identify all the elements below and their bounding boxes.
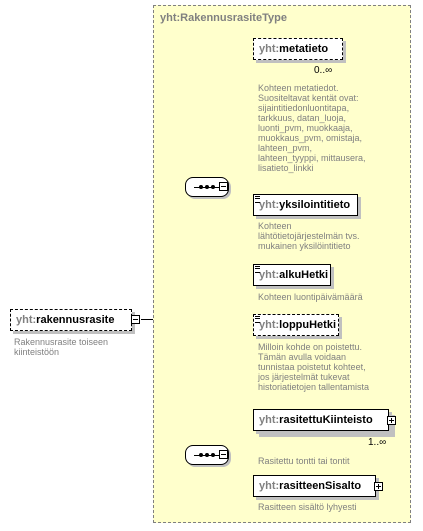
lines-icon (255, 266, 260, 273)
element-namespace: yht: (259, 43, 280, 55)
cardinality-label: 0..∞ (314, 65, 333, 76)
element-description: Kohteen luontipäivämäärä (258, 292, 363, 302)
element-namespace: yht: (259, 319, 280, 331)
element-namespace: yht: (259, 480, 280, 492)
element-name: rasitettuKiinteisto (279, 414, 373, 426)
root-namespace: yht: (16, 314, 37, 326)
cardinality-label: 1..∞ (368, 437, 387, 448)
root-element[interactable]: yht:rakennusrasite (10, 309, 132, 331)
collapse-icon[interactable] (219, 182, 228, 191)
element-rasitteensisalto[interactable]: yht:rasitteenSisalto (253, 475, 376, 497)
element-name: alkuHetki (279, 269, 329, 281)
element-yksilointitieto[interactable]: yht:yksilointitieto (253, 194, 358, 216)
element-namespace: yht: (259, 414, 280, 426)
lines-icon (255, 196, 260, 203)
element-description: Rasitettu tontti tai tontit (258, 456, 350, 466)
element-name: loppuHetki (279, 319, 337, 331)
collapse-icon[interactable] (219, 450, 228, 459)
element-namespace: yht: (259, 269, 280, 281)
root-description: Rakennusrasite toiseen kiinteistöön (14, 337, 109, 357)
sequence-compositor-upper[interactable] (185, 177, 229, 197)
element-name: metatieto (279, 43, 329, 55)
expand-icon[interactable] (374, 482, 383, 491)
element-name: rasitteenSisalto (279, 480, 362, 492)
element-metatieto[interactable]: yht:metatieto (253, 38, 343, 60)
collapse-icon[interactable] (131, 315, 140, 324)
lines-icon (255, 316, 260, 323)
root-name: rakennusrasite (36, 314, 115, 326)
element-name: yksilointitieto (279, 199, 351, 211)
sequence-compositor-lower[interactable] (185, 445, 229, 465)
element-description: Kohteen metatiedot. Suositeltavat kentät… (258, 83, 366, 173)
expand-icon[interactable] (387, 416, 396, 425)
type-title: yht:RakennusrasiteType (160, 12, 287, 24)
element-description: Kohteen lähtötietojärjestelmän tvs. muka… (258, 221, 360, 251)
element-namespace: yht: (259, 199, 280, 211)
element-description: Rasitteen sisältö lyhyesti (258, 502, 357, 512)
element-description: Milloin kohde on poistettu. Tämän avulla… (258, 342, 370, 392)
element-alkuhetki[interactable]: yht:alkuHetki (253, 264, 331, 286)
element-loppuhetki[interactable]: yht:loppuHetki (253, 314, 339, 336)
element-rasitettukiinteisto[interactable]: yht:rasitettuKiinteisto (253, 409, 389, 431)
